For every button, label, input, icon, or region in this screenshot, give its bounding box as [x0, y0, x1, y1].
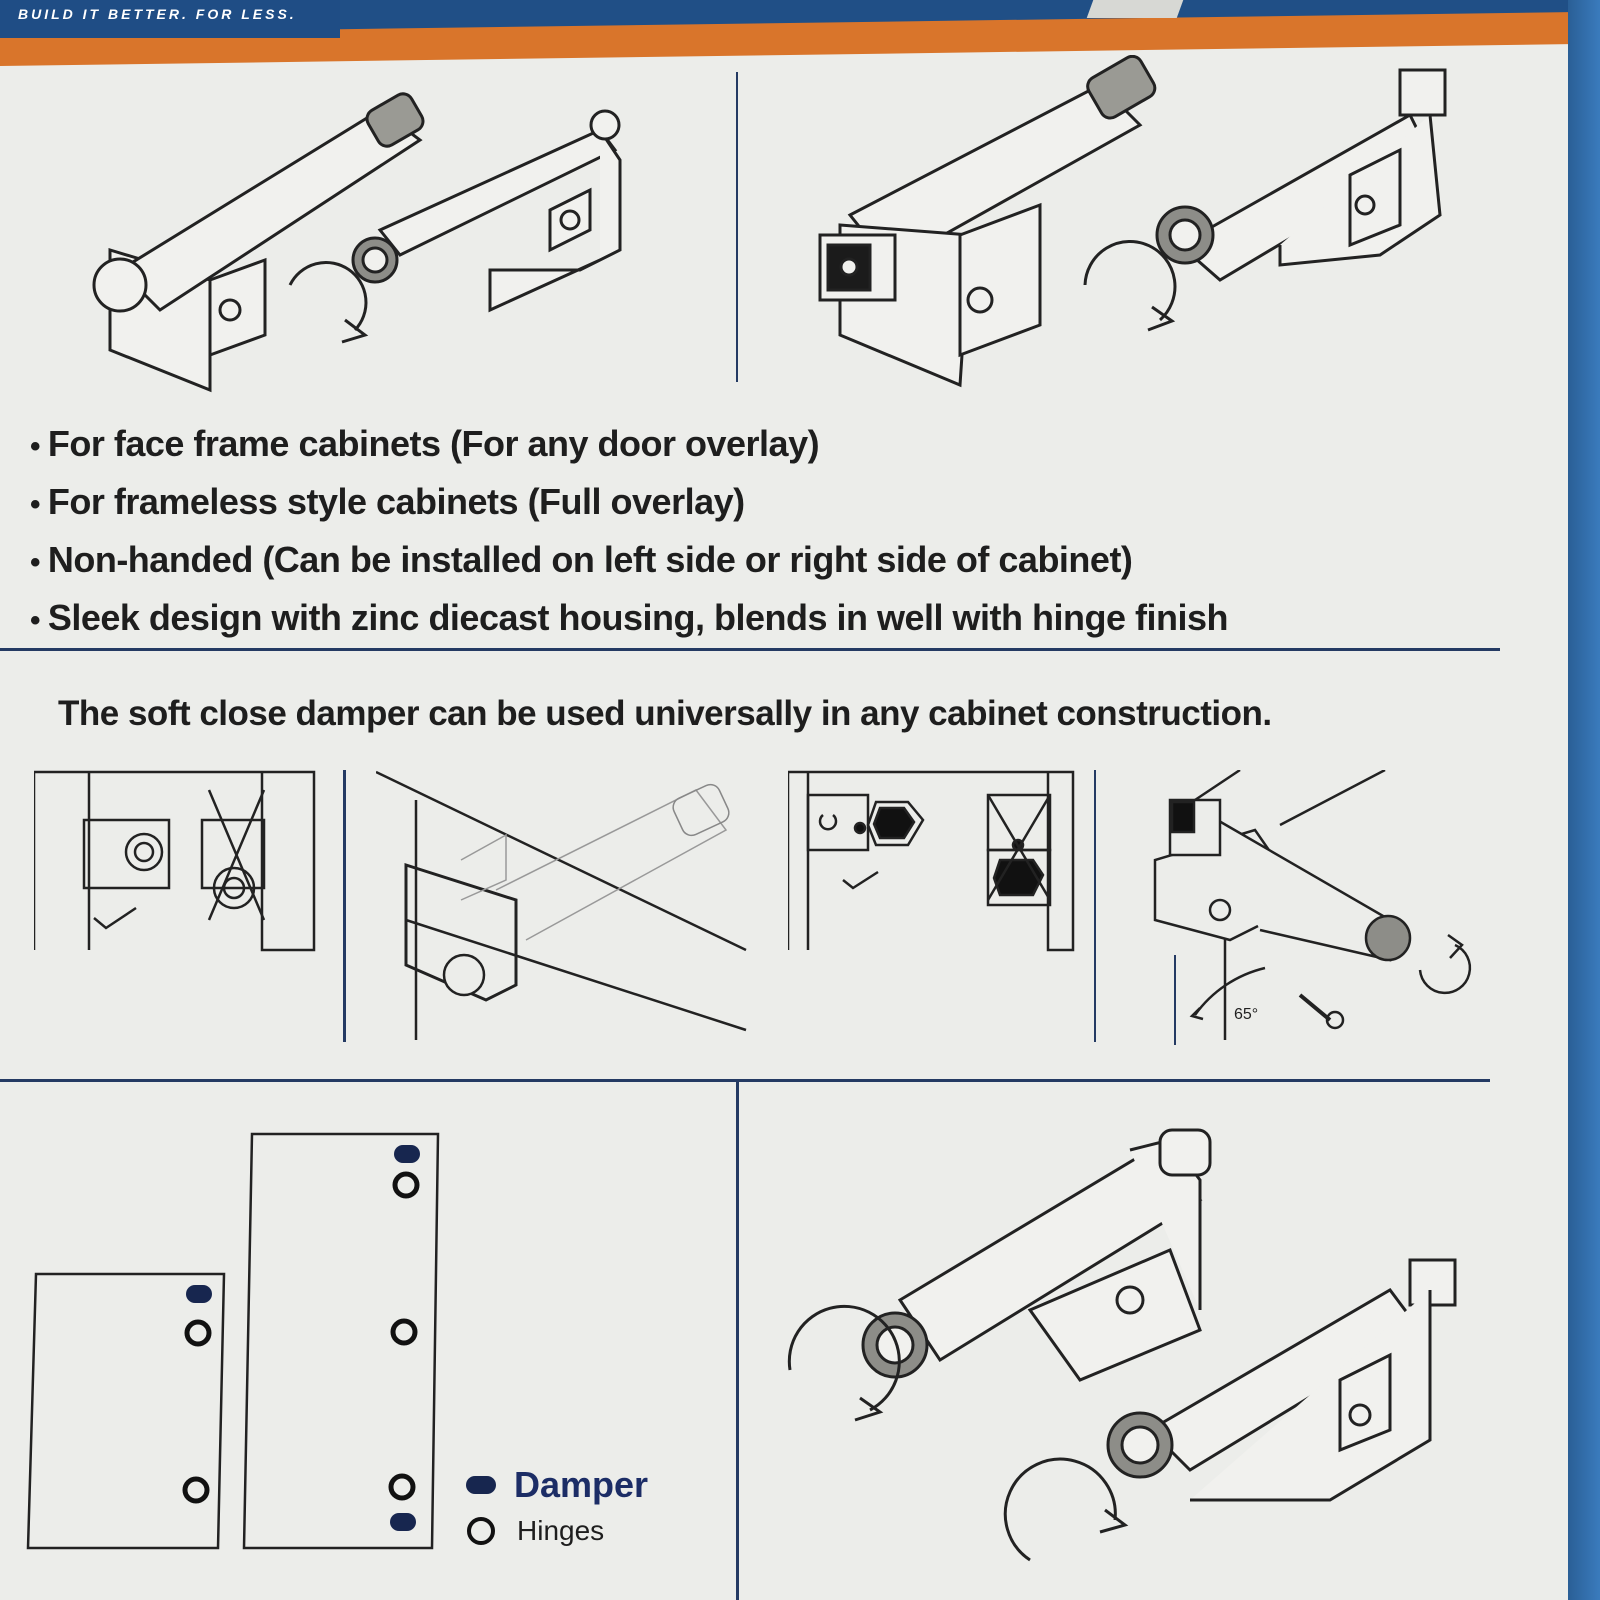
legend-hinges-label: Hinges [517, 1515, 605, 1546]
legend-damper-row: Damper [466, 1462, 648, 1508]
step-orientation-diagram [788, 770, 1078, 955]
step-divider-1 [343, 770, 346, 1042]
damper-face-frame-illustration [80, 80, 660, 410]
bottom-divider-vertical [736, 1082, 739, 1600]
step-mounting-position-diagram [34, 770, 319, 955]
section-divider-2 [0, 1079, 1490, 1082]
step-divider-3 [1174, 955, 1176, 1045]
small-door-damper [186, 1285, 212, 1303]
damper-adjustment-illustration [770, 1120, 1490, 1600]
door-placement-diagram [26, 1130, 446, 1550]
feature-item: For face frame cabinets (For any door ov… [30, 416, 1228, 474]
top-divider-vertical [736, 72, 738, 382]
installation-heading: The soft close damper can be used univer… [58, 694, 1272, 733]
hinge-marker-icon [467, 1517, 495, 1545]
package-tab [1086, 0, 1184, 18]
damper-frameless-illustration [800, 55, 1480, 395]
step-insert-damper-diagram [376, 770, 756, 1040]
step-screw-mount-diagram [1140, 770, 1480, 1040]
damper-marker-icon [466, 1476, 496, 1494]
step-divider-2 [1094, 770, 1096, 1042]
feature-item: For frameless style cabinets (Full overl… [30, 474, 1228, 532]
mounting-angle-label: 65° [1234, 1006, 1259, 1023]
section-divider-1 [0, 648, 1500, 651]
placement-legend: Damper Hinges [466, 1462, 648, 1554]
feature-list: For face frame cabinets (For any door ov… [30, 416, 1229, 648]
feature-item: Sleek design with zinc diecast housing, … [30, 590, 1229, 648]
feature-item: Non-handed (Can be installed on left sid… [30, 532, 1228, 590]
legend-hinges-row: Hinges [466, 1508, 648, 1554]
background-surface [1568, 0, 1600, 1600]
legend-damper-label: Damper [514, 1464, 649, 1505]
brand-tagline: BUILD IT BETTER. FOR LESS. [18, 6, 297, 22]
brand-logo: BUILD IT BETTER. FOR LESS. [0, 0, 340, 38]
